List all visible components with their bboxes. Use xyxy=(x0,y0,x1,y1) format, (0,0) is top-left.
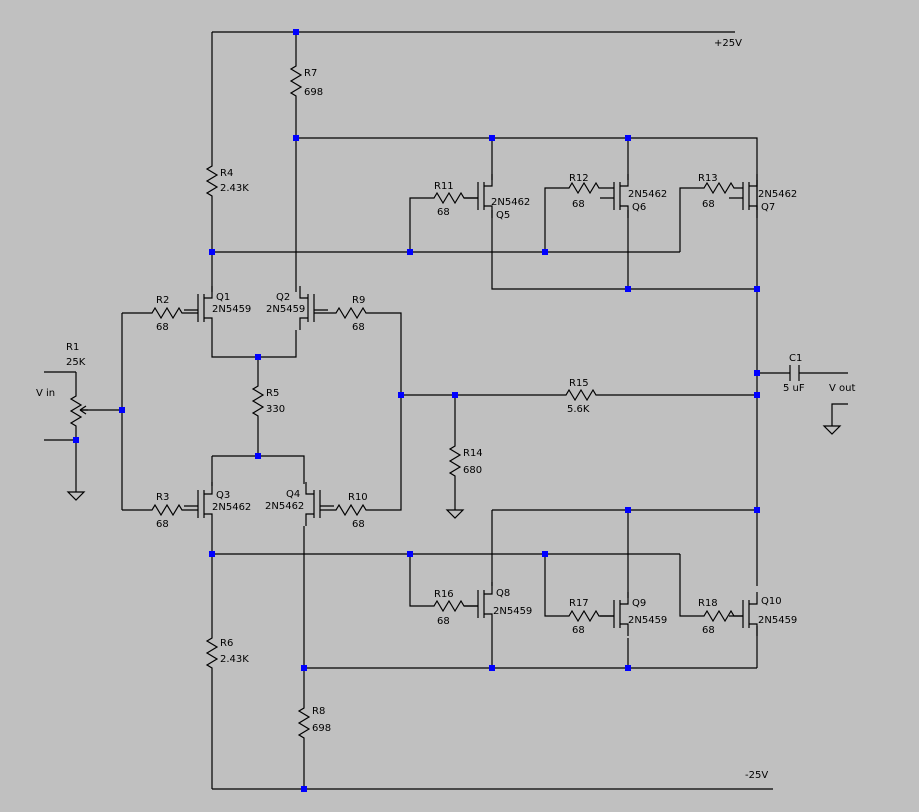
vin-label: V in xyxy=(36,388,55,399)
ref-r9: R9 xyxy=(352,295,365,306)
ref-r16: R16 xyxy=(434,589,454,600)
ref-q9: Q9 xyxy=(632,598,646,609)
value-r4: 2.43K xyxy=(220,183,249,194)
value-r8: 698 xyxy=(312,723,331,734)
ref-r11: R11 xyxy=(434,181,454,192)
ref-q7: Q7 xyxy=(761,202,775,213)
vout-label: V out xyxy=(829,383,855,394)
value-r16: 68 xyxy=(437,616,450,627)
grounds xyxy=(67,425,841,519)
value-r3: 68 xyxy=(156,519,169,530)
part-q7: 2N5462 xyxy=(758,189,797,200)
ref-r10: R10 xyxy=(348,492,368,503)
value-r13: 68 xyxy=(702,199,715,210)
ref-r7: R7 xyxy=(304,68,317,79)
part-q1: 2N5459 xyxy=(212,304,251,315)
value-r15: 5.6K xyxy=(567,404,590,415)
ref-q6: Q6 xyxy=(632,202,646,213)
value-r17: 68 xyxy=(572,625,585,636)
jfet-q8 xyxy=(463,581,493,627)
resistor-r12 xyxy=(562,182,606,194)
value-r9: 68 xyxy=(352,322,365,333)
resistor-r8 xyxy=(298,701,310,745)
ref-r2: R2 xyxy=(156,295,169,306)
resistor-r3 xyxy=(145,504,189,516)
resistor-r10 xyxy=(329,504,373,516)
value-r18: 68 xyxy=(702,625,715,636)
resistor-r7 xyxy=(290,59,302,103)
ref-r4: R4 xyxy=(220,168,233,179)
part-q2: 2N5459 xyxy=(266,304,305,315)
part-q4: 2N5462 xyxy=(265,501,304,512)
ref-q1: Q1 xyxy=(216,292,230,303)
value-r11: 68 xyxy=(437,207,450,218)
jfet-q1 xyxy=(183,285,213,331)
part-q6: 2N5462 xyxy=(628,189,667,200)
resistor-r13 xyxy=(697,182,741,194)
ref-r6: R6 xyxy=(220,638,233,649)
resistor-r5 xyxy=(252,379,264,423)
value-r2: 68 xyxy=(156,322,169,333)
jfet-q9 xyxy=(599,591,629,637)
ground-icon xyxy=(823,425,841,435)
resistor-r1 xyxy=(70,389,82,433)
labels: +25V -25V V in V out R1 25K R2 68 R3 68 … xyxy=(36,38,855,781)
jfet-q7 xyxy=(728,173,758,219)
resistor-r11 xyxy=(427,192,471,204)
ref-q3: Q3 xyxy=(216,490,230,501)
ground-icon xyxy=(67,491,85,501)
wires xyxy=(44,31,848,790)
part-q9: 2N5459 xyxy=(628,615,667,626)
ref-q8: Q8 xyxy=(496,588,510,599)
jfet-q6 xyxy=(599,173,629,219)
value-r6: 2.43K xyxy=(220,654,249,665)
ref-c1: C1 xyxy=(789,353,802,364)
ref-r15: R15 xyxy=(569,378,589,389)
ref-q5: Q5 xyxy=(496,210,510,221)
value-r12: 68 xyxy=(572,199,585,210)
value-r10: 68 xyxy=(352,519,365,530)
ref-q4: Q4 xyxy=(286,489,300,500)
resistor-r2 xyxy=(145,307,189,319)
part-q5: 2N5462 xyxy=(491,197,530,208)
part-q8: 2N5459 xyxy=(493,606,532,617)
ref-r13: R13 xyxy=(698,173,718,184)
value-r5: 330 xyxy=(266,404,285,415)
resistor-r6 xyxy=(206,631,218,675)
jfet-q5 xyxy=(463,173,493,219)
ref-r1: R1 xyxy=(66,342,79,353)
ref-q10: Q10 xyxy=(761,596,782,607)
capacitor-c1 xyxy=(789,365,800,381)
ref-r8: R8 xyxy=(312,706,325,717)
ref-r18: R18 xyxy=(698,598,718,609)
junctions xyxy=(73,29,760,792)
resistor-r15 xyxy=(559,389,603,401)
jfet-q4 xyxy=(305,481,335,527)
resistor-r16 xyxy=(427,600,471,612)
ref-r17: R17 xyxy=(569,598,589,609)
resistor-r4 xyxy=(206,159,218,203)
jfet-q3 xyxy=(183,481,213,527)
value-r14: 680 xyxy=(463,465,482,476)
value-r1: 25K xyxy=(66,357,86,368)
part-q3: 2N5462 xyxy=(212,502,251,513)
resistor-r14 xyxy=(449,439,461,483)
rail-vneg-label: -25V xyxy=(745,770,768,781)
part-q10: 2N5459 xyxy=(758,615,797,626)
value-c1: 5 uF xyxy=(783,383,805,394)
resistors xyxy=(70,59,743,745)
rail-vpos-label: +25V xyxy=(714,38,742,49)
resistor-r9 xyxy=(329,307,373,319)
ref-r12: R12 xyxy=(569,173,589,184)
ref-r3: R3 xyxy=(156,492,169,503)
ref-q2: Q2 xyxy=(276,292,290,303)
resistor-r17 xyxy=(562,610,606,622)
value-r7: 698 xyxy=(304,87,323,98)
ground-icon xyxy=(446,509,464,519)
ref-r5: R5 xyxy=(266,388,279,399)
ref-r14: R14 xyxy=(463,448,483,459)
